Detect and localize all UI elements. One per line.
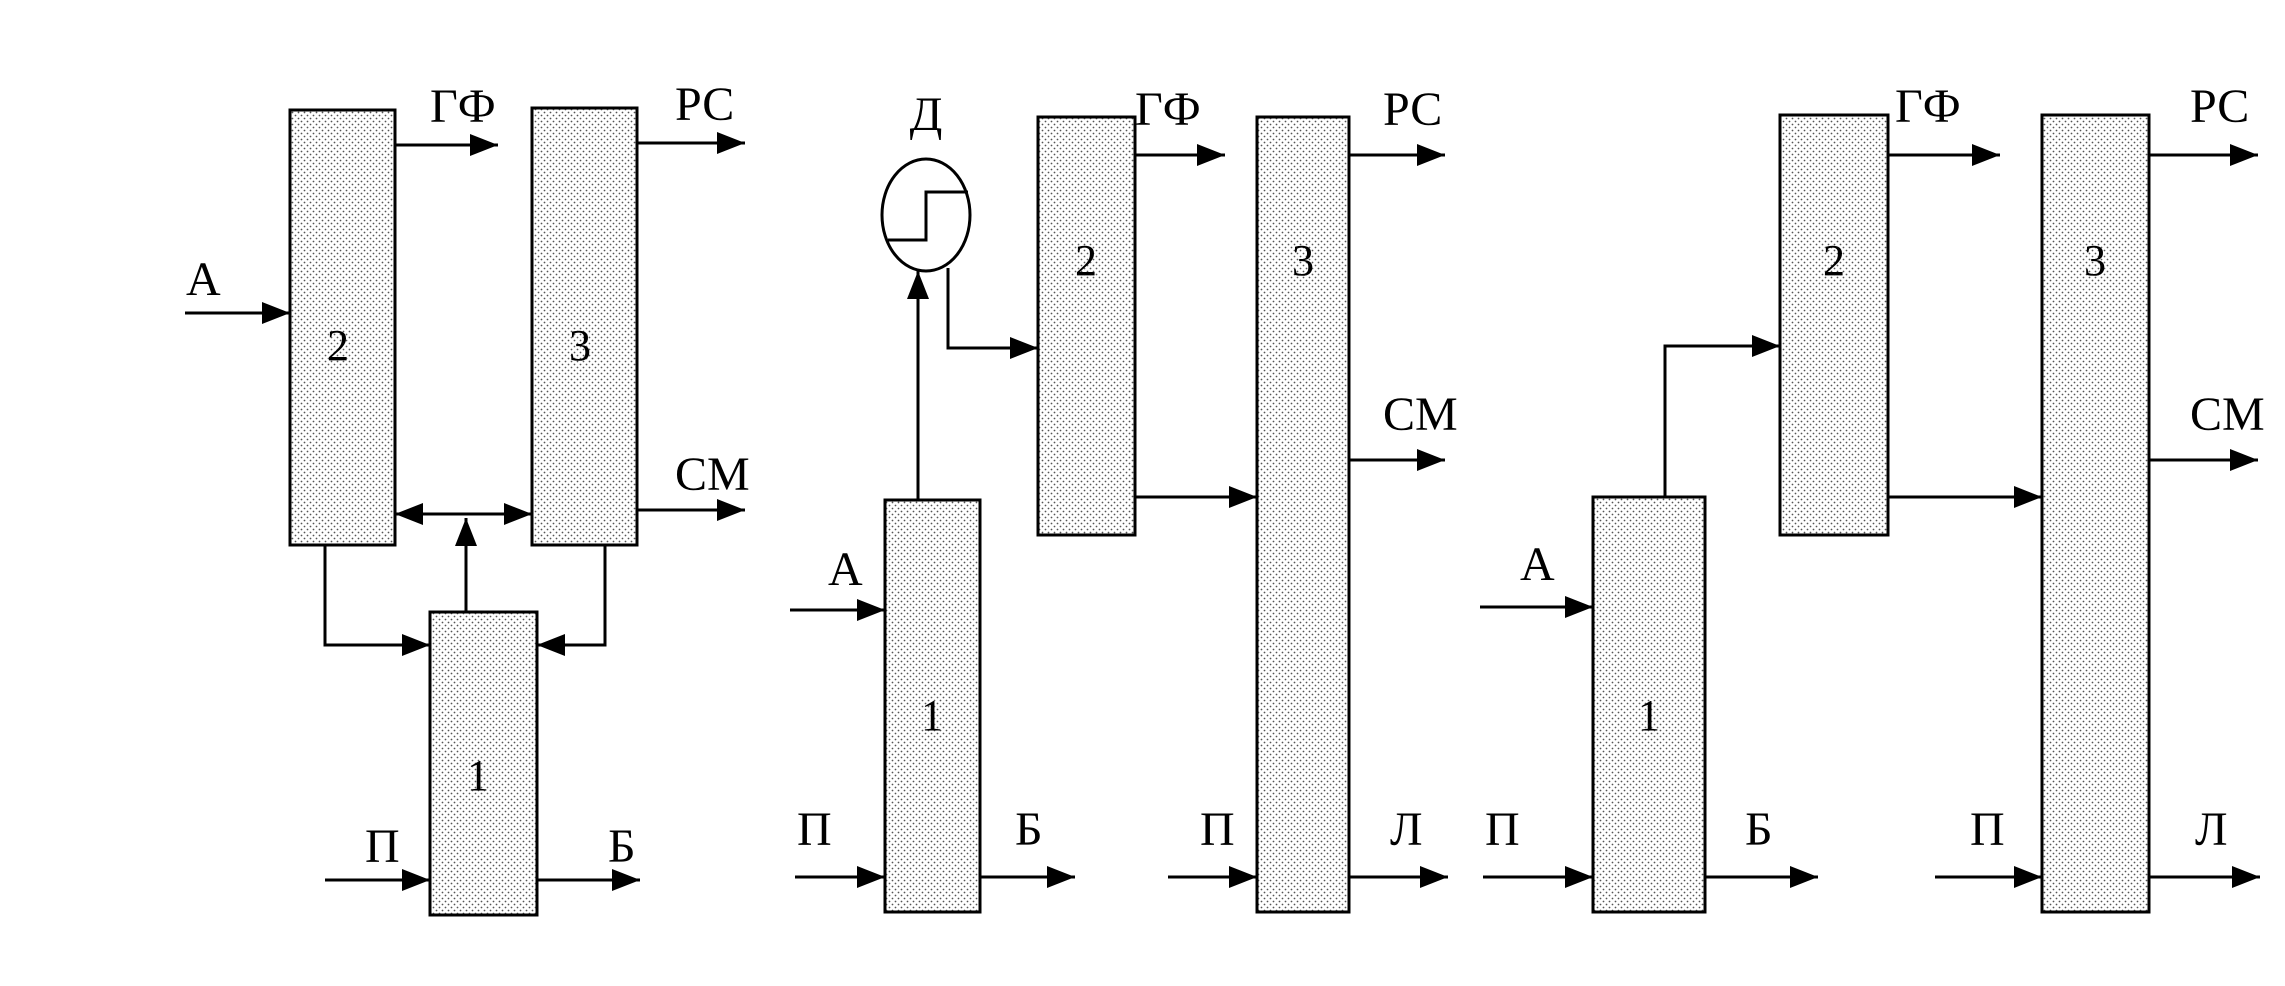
deflegmator-step-line [888, 190, 968, 242]
scheme3-column-2-number: 2 [1823, 236, 1845, 285]
scheme2-column-3 [1255, 115, 1351, 914]
scheme2-label-sm: СМ [1383, 388, 1458, 441]
scheme2-column-1-number: 1 [921, 691, 943, 740]
scheme-3: 2 3 1 ГФ РС СМ А П Б П Л [1480, 80, 2265, 914]
scheme3-label-sm: СМ [2190, 388, 2265, 441]
scheme3-column-1 [1591, 495, 1707, 914]
scheme3-column-1-number: 1 [1638, 691, 1660, 740]
scheme1-label-gf: ГФ [430, 80, 496, 133]
scheme3-label-b: Б [1745, 803, 1773, 856]
scheme1-label-sm: СМ [675, 448, 750, 501]
scheme1-label-a: А [186, 253, 221, 306]
scheme1-column-2-number: 2 [327, 321, 349, 370]
scheme3-label-gf: ГФ [1895, 80, 1961, 133]
scheme-2: 2 3 1 Д ГФ РС СМ А П Б [790, 83, 1458, 914]
scheme2-column-1 [883, 498, 982, 914]
scheme2-label-rs: РС [1383, 83, 1442, 136]
scheme2-label-p3: П [1200, 803, 1235, 856]
scheme2-label-b: Б [1015, 803, 1043, 856]
scheme2-column-2-number: 2 [1075, 236, 1097, 285]
scheme3-column-3 [2040, 113, 2151, 914]
scheme1-label-p: П [365, 820, 400, 873]
scheme3-label-a: А [1520, 538, 1555, 591]
scheme1-col2-bottom-to-col1-arrow [323, 545, 430, 656]
scheme2-column-3-number: 3 [1292, 236, 1314, 285]
scheme2-deflegmator: Д [880, 88, 972, 273]
scheme2-label-a: А [828, 543, 863, 596]
scheme2-d-to-col2-arrow [946, 268, 1038, 359]
scheme3-label-p3: П [1970, 803, 2005, 856]
scheme3-column-3-number: 3 [2084, 236, 2106, 285]
scheme1-column-3-number: 3 [569, 321, 591, 370]
scheme3-col1-to-col2-arrow [1663, 335, 1780, 497]
scheme2-label-l: Л [1390, 803, 1423, 856]
scheme3-column-2 [1778, 113, 1890, 537]
scheme1-column-3 [530, 106, 639, 547]
scheme1-col3-bottom-to-col1-arrow [537, 545, 607, 656]
scheme1-column-2 [288, 108, 397, 547]
scheme2-column-2 [1036, 115, 1137, 537]
scheme1-column-1 [428, 610, 539, 917]
scheme2-label-d: Д [910, 88, 943, 141]
scheme3-label-rs: РС [2190, 80, 2249, 133]
scheme2-label-p1: П [797, 803, 832, 856]
scheme1-label-b: Б [608, 820, 636, 873]
scheme1-label-rs: РС [675, 78, 734, 131]
scheme-1: 2 3 1 А ГФ РС СМ П Б [185, 78, 750, 917]
scheme2-label-gf: ГФ [1135, 83, 1201, 136]
scheme3-label-p1: П [1485, 803, 1520, 856]
scheme3-label-l: Л [2195, 803, 2228, 856]
scheme1-column-1-number: 1 [467, 751, 489, 800]
